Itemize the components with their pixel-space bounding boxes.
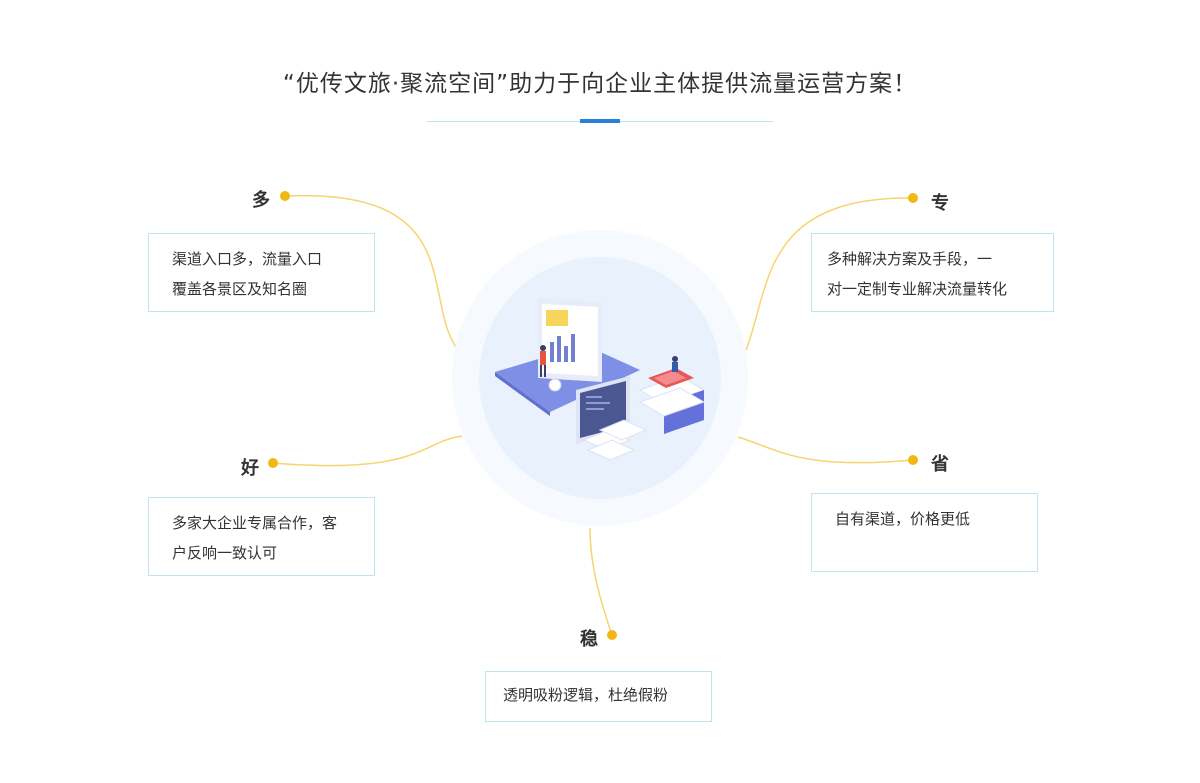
feature-desc-line: 多家大企业专属合作，客 (172, 514, 338, 532)
feature-dot-sheng (908, 455, 918, 465)
feature-label-wen: 稳 (580, 629, 598, 650)
feature-desc-line: 透明吸粉逻辑，杜绝假粉 (503, 686, 669, 704)
feature-box-duo: 渠道入口多，流量入口 覆盖各景区及知名圈 (148, 233, 375, 312)
feature-desc-line: 自有渠道，价格更低 (835, 510, 971, 528)
feature-box-hao: 多家大企业专属合作，客 户反响一致认可 (148, 497, 375, 576)
feature-box-wen: 透明吸粉逻辑，杜绝假粉 (485, 671, 712, 722)
feature-dot-wen (607, 630, 617, 640)
feature-box-sheng: 自有渠道，价格更低 (811, 493, 1038, 572)
feature-box-zhuan: 多种解决方案及手段，一 对一定制专业解决流量转化 (811, 233, 1054, 312)
feature-dot-zhuan (908, 193, 918, 203)
feature-dot-duo (280, 191, 290, 201)
feature-desc-line: 多种解决方案及手段，一 (827, 250, 993, 268)
feature-label-hao: 好 (241, 458, 259, 479)
feature-desc-line: 渠道入口多，流量入口 (172, 250, 323, 268)
feature-label-duo: 多 (252, 190, 270, 211)
page-title: “优传文旅·聚流空间”助力于向企业主体提供流量运营方案！ (282, 71, 918, 97)
feature-label-zhuan: 专 (931, 193, 949, 214)
feature-label-sheng: 省 (931, 454, 949, 475)
feature-desc-line: 户反响一致认可 (172, 544, 278, 562)
feature-dot-hao (268, 458, 278, 468)
feature-desc-line: 对一定制专业解决流量转化 (827, 280, 1008, 298)
title-divider-accent (580, 119, 620, 123)
feature-desc-line: 覆盖各景区及知名圈 (172, 280, 308, 298)
platform-illustration-icon (495, 298, 706, 461)
